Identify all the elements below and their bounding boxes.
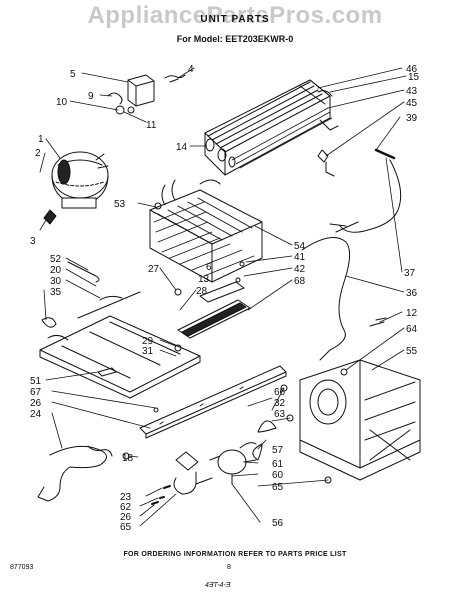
evaporator-coil bbox=[149, 179, 263, 283]
bolt-66 bbox=[280, 384, 288, 392]
bolt-29 bbox=[174, 344, 182, 352]
callout-65: 65 bbox=[120, 522, 132, 533]
model-number: For Model: EET203EKWR-0 bbox=[176, 34, 294, 44]
grommet-3 bbox=[43, 209, 57, 225]
callout-29: 29 bbox=[142, 336, 154, 347]
relay-box bbox=[107, 74, 155, 115]
callout-41: 41 bbox=[294, 252, 306, 263]
callout-46: 46 bbox=[406, 64, 418, 75]
callout-28: 28 bbox=[196, 286, 208, 297]
callout-51: 51 bbox=[30, 376, 42, 387]
bolt-27 bbox=[174, 288, 182, 296]
screws bbox=[151, 485, 171, 505]
base-frame bbox=[39, 291, 201, 399]
callout-56: 56 bbox=[272, 518, 284, 529]
callout-1: 1 bbox=[38, 134, 44, 145]
callout-6: 6 bbox=[206, 262, 212, 273]
fan-motor bbox=[209, 420, 277, 485]
page-number: 8 bbox=[227, 564, 231, 571]
callout-14: 14 bbox=[176, 142, 188, 153]
callout-57: 57 bbox=[272, 445, 284, 456]
callout-60: 60 bbox=[272, 470, 284, 481]
tube-segment bbox=[335, 221, 359, 233]
rail-32 bbox=[139, 365, 287, 439]
callout-63: 63 bbox=[274, 409, 286, 420]
callout-37: 37 bbox=[404, 268, 416, 279]
callout-3: 3 bbox=[30, 236, 36, 247]
clip-12 bbox=[369, 317, 387, 327]
drier bbox=[317, 149, 335, 177]
callout-11: 11 bbox=[146, 120, 157, 131]
screw-64 bbox=[340, 368, 348, 376]
callout-61: 61 bbox=[272, 459, 284, 470]
callout-13: 13 bbox=[198, 274, 210, 285]
fan-shroud bbox=[299, 359, 421, 481]
wire-clip bbox=[164, 74, 186, 83]
callout-15: 15 bbox=[408, 72, 420, 83]
revision-code: 4ƎT-4-Ǝ bbox=[205, 582, 231, 589]
bolt-6 bbox=[239, 261, 245, 267]
condenser-coil bbox=[204, 79, 339, 176]
callout-66: 66 bbox=[274, 387, 286, 398]
compressor bbox=[51, 151, 109, 209]
callout-53: 53 bbox=[114, 199, 126, 210]
wire-52 bbox=[67, 261, 100, 283]
callout-labels: 5 9 10 11 4 1 2 3 14 46 15 43 45 39 37 3… bbox=[30, 64, 420, 533]
callout-67: 67 bbox=[30, 387, 42, 398]
callout-5: 5 bbox=[70, 69, 76, 80]
callout-55: 55 bbox=[406, 346, 418, 357]
valve-assembly bbox=[173, 451, 213, 495]
callout-64: 64 bbox=[406, 324, 418, 335]
callout-43: 43 bbox=[406, 86, 418, 97]
callout-24: 24 bbox=[30, 409, 42, 420]
capillary-part bbox=[374, 148, 396, 160]
callout-23: 23 bbox=[120, 492, 132, 503]
callout-10: 10 bbox=[56, 97, 68, 108]
tube-37 bbox=[329, 159, 402, 233]
drain-pan bbox=[177, 281, 251, 339]
callout-2: 2 bbox=[35, 148, 41, 159]
bolt-13 bbox=[235, 277, 241, 283]
callout-35: 35 bbox=[50, 287, 62, 298]
callout-65b: 65 bbox=[272, 482, 284, 493]
power-cord bbox=[37, 445, 107, 502]
callout-26b: 26 bbox=[30, 398, 42, 409]
callout-39: 39 bbox=[406, 113, 418, 124]
callout-20: 20 bbox=[50, 265, 62, 276]
callout-62: 62 bbox=[120, 502, 132, 513]
callout-42: 42 bbox=[294, 264, 306, 275]
watermark: AppliancePartsPros.com bbox=[87, 2, 383, 29]
callout-31: 31 bbox=[142, 346, 154, 357]
tube-36 bbox=[301, 237, 350, 361]
cord-coil bbox=[87, 445, 113, 457]
callout-45: 45 bbox=[406, 98, 418, 109]
clip-53 bbox=[154, 202, 162, 210]
callout-4: 4 bbox=[188, 64, 194, 75]
callout-12: 12 bbox=[406, 308, 418, 319]
leader-lines bbox=[39, 67, 407, 527]
callout-52: 52 bbox=[50, 254, 62, 265]
callout-9: 9 bbox=[88, 91, 94, 102]
callout-32: 32 bbox=[274, 398, 286, 409]
ordering-note: FOR ORDERING INFORMATION REFER TO PARTS … bbox=[123, 551, 347, 558]
grommet-35 bbox=[41, 317, 57, 328]
callout-68: 68 bbox=[294, 276, 306, 287]
callout-36: 36 bbox=[406, 288, 418, 299]
callout-27: 27 bbox=[148, 264, 160, 275]
bolt-67 bbox=[153, 407, 159, 413]
callout-30: 30 bbox=[50, 276, 62, 287]
callout-54: 54 bbox=[294, 241, 306, 252]
callout-18: 18 bbox=[122, 453, 134, 464]
bracket-51 bbox=[97, 367, 117, 377]
document-code: 877093 bbox=[10, 564, 34, 571]
bolt-63 bbox=[286, 414, 294, 422]
diagram-title: UNIT PARTS bbox=[200, 14, 270, 25]
callout-26: 26 bbox=[120, 512, 132, 523]
